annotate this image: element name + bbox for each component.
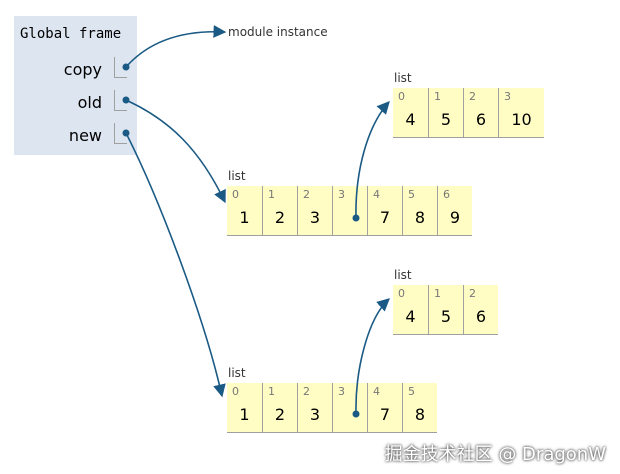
cell-index: 3 [504,90,511,103]
slot-new [114,123,127,144]
pointer-dot-copy [122,63,130,71]
var-copy: copy [63,60,102,79]
cell-value: 2 [274,208,286,227]
cell-index: 2 [303,188,310,201]
cell-index: 4 [373,385,380,398]
arrow-old-item-to-inner-a [355,101,390,219]
pointer-dot-new-item [352,410,360,418]
pointer-dot-old [122,96,130,104]
cell-value: 8 [414,208,426,227]
cell-index: 3 [338,385,345,398]
cell-index: 1 [268,188,275,201]
cell-value: 1 [239,208,250,227]
cell-index: 2 [303,385,310,398]
cell-index: 6 [443,188,450,201]
pointer-dot-new [122,129,130,137]
cell-index: 1 [268,385,275,398]
cell-value: 5 [440,110,452,129]
cell-index: 2 [469,287,476,300]
cell-value: 8 [414,405,426,424]
cell-index: 0 [398,90,405,103]
pointer-dot-old-item [352,214,360,222]
module-instance-label: module instance [228,25,328,39]
list-label-inner-b: list [394,268,412,282]
arrow-new-to-list [125,132,226,398]
slot-copy [114,57,127,78]
cell-index: 0 [232,188,239,201]
cell-value: 7 [379,208,391,227]
list-label-new: list [228,366,246,380]
cell-value: 4 [405,307,416,326]
cell-value: 4 [405,110,416,129]
list-label-inner-a: list [394,71,412,85]
arrow-new-item-to-inner-b [355,298,390,415]
cell-index: 4 [373,188,380,201]
slot-old [114,90,127,111]
cell-value: 10 [511,110,532,129]
cell-value: 9 [449,208,461,227]
cell-value: 7 [379,405,391,424]
frame-title: Global frame [20,26,122,42]
cell-index: 1 [434,287,441,300]
arrow-old-to-list [125,99,226,204]
cell-value: 2 [274,405,286,424]
cell-value: 6 [475,307,487,326]
var-new: new [68,126,102,145]
cell-index: 1 [434,90,441,103]
cell-index: 3 [338,188,345,201]
cell-value: 3 [309,208,321,227]
cell-index: 5 [408,188,415,201]
list-cell-pointer: 3 [332,186,367,236]
var-old: old [77,93,102,112]
cell-value: 3 [309,405,321,424]
cell-value: 1 [239,405,250,424]
list-cell-pointer: 3 [332,383,367,433]
global-frame [14,16,137,155]
cell-index: 0 [398,287,405,300]
arrow-copy-to-module [125,25,227,68]
watermark: 掘金技术社区 @ DragonW [384,444,606,465]
cell-index: 2 [469,90,476,103]
cell-value: 6 [475,110,487,129]
list-label-old: list [228,169,246,183]
cell-index: 5 [408,385,415,398]
cell-index: 0 [232,385,239,398]
cell-value: 5 [440,307,452,326]
